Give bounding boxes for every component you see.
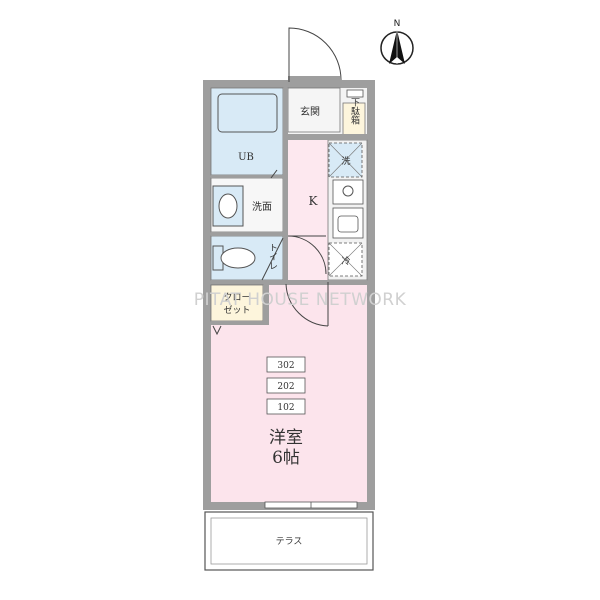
western-room-size-label: 6帖 bbox=[272, 448, 300, 468]
watermark-text: PITAT HOUSE NETWORK bbox=[194, 290, 407, 310]
partition-wall-room bbox=[211, 280, 367, 285]
kitchen-door-icon bbox=[287, 235, 327, 275]
kitchen-area bbox=[288, 140, 328, 280]
unit-bath-label: UB bbox=[238, 152, 254, 163]
washer-label: 洗 bbox=[341, 155, 350, 167]
partition-wall-ub bbox=[211, 175, 283, 178]
north-compass-icon: N bbox=[380, 19, 414, 65]
bathtub bbox=[217, 93, 278, 133]
entry-door-icon bbox=[288, 27, 342, 82]
basin-bowl bbox=[218, 193, 238, 219]
western-room-label: 洋室 bbox=[269, 428, 303, 448]
sink-bowl bbox=[337, 215, 359, 233]
unit-number: 202 bbox=[277, 382, 294, 392]
shoe-box-label: 下駄箱 bbox=[349, 98, 360, 126]
partition-wall-entrance bbox=[288, 134, 367, 140]
toilet-label: トイレ bbox=[267, 243, 278, 270]
closet-label-line1: クロー bbox=[223, 292, 250, 303]
unit-number: 302 bbox=[277, 361, 294, 371]
entrance-label: 玄関 bbox=[300, 105, 320, 118]
stove bbox=[332, 179, 364, 205]
closet-base-wall bbox=[211, 321, 269, 325]
room-door-icon bbox=[285, 282, 329, 327]
stove-burner-icon bbox=[342, 185, 354, 197]
toilet-door-icon bbox=[261, 237, 284, 281]
unit-number: 102 bbox=[277, 403, 294, 413]
kitchen-label: K bbox=[309, 194, 319, 208]
toilet-bowl bbox=[220, 247, 256, 269]
closet-label-line2: ゼット bbox=[223, 304, 250, 316]
unit-number-list: 302 202 102 bbox=[266, 356, 306, 415]
ub-door-icon bbox=[270, 169, 278, 179]
compass-north-label: N bbox=[394, 19, 401, 29]
partition-wall-left bbox=[283, 88, 288, 284]
entry-door-frame bbox=[288, 76, 340, 86]
terrace-label: テラス bbox=[276, 536, 303, 547]
closet-side-wall bbox=[263, 285, 269, 325]
closet-door-icon bbox=[212, 325, 222, 336]
partition-wall-wash bbox=[211, 232, 283, 236]
fridge-label: 冷 bbox=[341, 255, 350, 267]
meter-box bbox=[346, 89, 364, 98]
washroom-label: 洗面 bbox=[252, 201, 272, 213]
entrance-area bbox=[287, 87, 341, 133]
